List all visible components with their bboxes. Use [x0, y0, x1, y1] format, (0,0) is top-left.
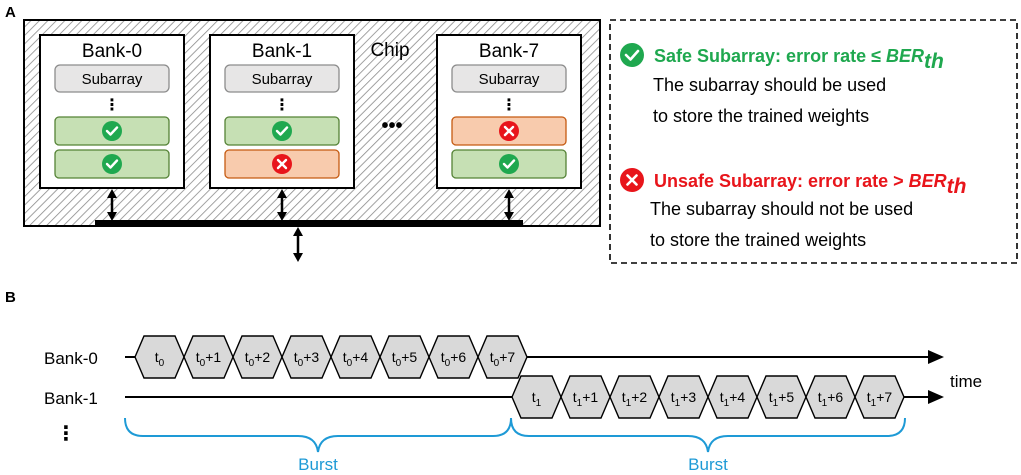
bank-name: Bank-0	[82, 41, 142, 62]
svg-text:t1+3: t1+3	[671, 389, 697, 409]
bank-name: Bank-1	[252, 41, 312, 62]
data-bus	[95, 220, 523, 227]
svg-text:t1+5: t1+5	[769, 389, 795, 409]
cross-icon	[499, 121, 519, 141]
bank7-bus-arrow	[504, 189, 514, 221]
svg-text:t0+4: t0+4	[343, 349, 369, 369]
burst-brace-2: Burst	[510, 417, 906, 474]
bank0-bus-arrow	[107, 189, 117, 221]
legend-unsafe: Unsafe Subarray: error rate > BERth The …	[620, 168, 966, 250]
check-icon	[499, 154, 519, 174]
bank-ellipsis: •••	[381, 115, 402, 137]
slot-bank1-6: t1+6	[805, 375, 856, 419]
cross-icon	[272, 154, 292, 174]
chip-io-arrow	[293, 227, 303, 262]
svg-text:t0+2: t0+2	[245, 349, 271, 369]
slot-bank0-7: t0+7	[477, 335, 528, 379]
svg-text:t1+7: t1+7	[867, 389, 893, 409]
subarray-ellipsis: ⋮	[104, 97, 120, 114]
slot-bank0-3: t0+3	[281, 335, 332, 379]
panel-a-label: A	[5, 4, 16, 21]
slot-bank0-2: t0+2	[232, 335, 283, 379]
subarray-box	[224, 64, 340, 93]
slot-bank1-1: t1+1	[560, 375, 611, 419]
timing-slots: t0 t0+1 t0+2 t0+3 t0+4 t0+5 t0+6 t0+7 t1 t1+1 t1+2…	[134, 335, 905, 419]
legend-safe: Safe Subarray: error rate ≤ BERth The su…	[620, 43, 944, 126]
svg-text:t1+2: t1+2	[622, 389, 648, 409]
slot-bank1-3: t1+3	[658, 375, 709, 419]
svg-text:t0+7: t0+7	[490, 349, 516, 369]
svg-text:t1: t1	[532, 389, 542, 409]
check-icon	[102, 121, 122, 141]
legend-unsafe-line2: to store the trained weights	[650, 230, 866, 250]
panel-b-label: B	[5, 289, 16, 306]
legend: Safe Subarray: error rate ≤ BERth The su…	[609, 19, 1018, 264]
check-icon	[620, 43, 644, 67]
slot-bank1-5: t1+5	[756, 375, 807, 419]
check-icon	[102, 154, 122, 174]
arrow-head	[928, 350, 944, 364]
bank0-timeline-label: Bank-0	[44, 349, 98, 368]
subarray-box	[54, 64, 170, 93]
burst-brace-1: Burst	[124, 417, 512, 474]
legend-box	[609, 19, 1018, 264]
svg-text:t0+5: t0+5	[392, 349, 418, 369]
bank1-bus-arrow	[277, 189, 287, 221]
slot-bank1-4: t1+4	[707, 375, 758, 419]
svg-text:t1+4: t1+4	[720, 389, 746, 409]
slot-bank0-4: t0+4	[330, 335, 381, 379]
slot-bank0-0: t0	[134, 335, 185, 379]
slot-bank1-2: t1+2	[609, 375, 660, 419]
row-ellipsis: ⋮	[56, 423, 76, 445]
burst-label-1: Burst	[298, 455, 338, 474]
svg-text:t0+1: t0+1	[196, 349, 222, 369]
slot-bank0-6: t0+6	[428, 335, 479, 379]
check-icon	[272, 121, 292, 141]
legend-safe-line1: The subarray should be used	[653, 75, 886, 95]
burst-label-2: Burst	[688, 455, 728, 474]
time-label: time	[950, 372, 982, 391]
slot-bank0-1: t0+1	[183, 335, 234, 379]
svg-text:t0+3: t0+3	[294, 349, 320, 369]
svg-text:t1+1: t1+1	[573, 389, 599, 409]
svg-text:t0+6: t0+6	[441, 349, 467, 369]
subarray-label: Subarray	[82, 71, 143, 88]
svg-text:t0: t0	[155, 349, 165, 369]
bank-name: Bank-7	[479, 41, 539, 62]
legend-safe-line2: to store the trained weights	[653, 106, 869, 126]
slot-bank1-7: t1+7	[854, 375, 905, 419]
legend-safe-title: Safe Subarray: error rate ≤ BERth	[654, 46, 944, 73]
svg-text:t1+6: t1+6	[818, 389, 844, 409]
legend-unsafe-title: Unsafe Subarray: error rate > BERth	[654, 171, 966, 198]
subarray-label: Subarray	[479, 71, 540, 88]
subarray-label: Subarray	[252, 71, 313, 88]
subarray-ellipsis: ⋮	[501, 97, 517, 114]
banks: Bank-0Subarray⋮Bank-1Subarray⋮Bank-7Suba…	[39, 34, 582, 189]
legend-unsafe-line1: The subarray should not be used	[650, 199, 913, 219]
slot-bank0-5: t0+5	[379, 335, 430, 379]
bus-arrows	[107, 189, 514, 262]
subarray-ellipsis: ⋮	[274, 97, 290, 114]
slot-bank1-0: t1	[511, 375, 562, 419]
arrow-head	[928, 390, 944, 404]
chip-label: Chip	[370, 40, 409, 61]
subarray-box	[451, 64, 567, 93]
bank1-timeline-label: Bank-1	[44, 389, 98, 408]
